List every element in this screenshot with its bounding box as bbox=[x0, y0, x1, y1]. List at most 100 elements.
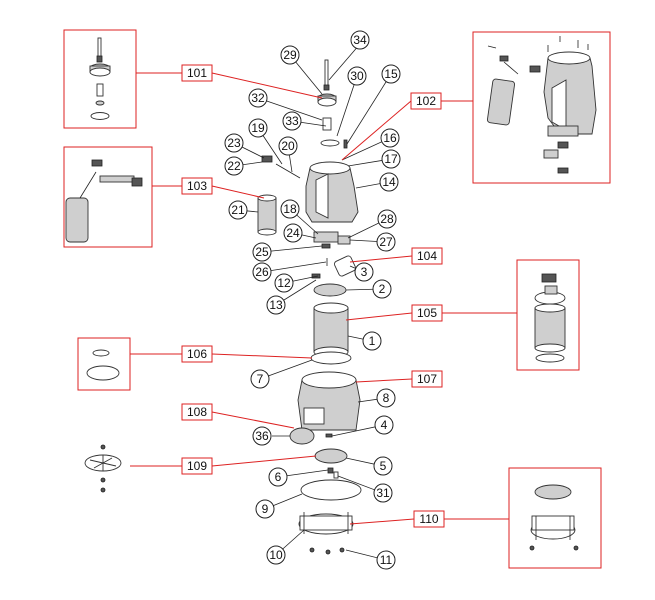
reference-105: 105 bbox=[411, 304, 443, 322]
callout-label: 21 bbox=[231, 203, 245, 217]
reference-box bbox=[413, 510, 445, 528]
callout-circle bbox=[280, 199, 300, 219]
callout-circle bbox=[248, 118, 268, 138]
callout-24: 24 bbox=[283, 223, 303, 243]
reference-101: 101 bbox=[181, 64, 213, 82]
callout-circle bbox=[374, 415, 394, 435]
inset-105-drawing bbox=[534, 273, 566, 363]
callout-4: 4 bbox=[374, 415, 394, 435]
callout-17: 17 bbox=[381, 149, 401, 169]
inset-frame-105 bbox=[516, 259, 580, 371]
reference-box bbox=[411, 247, 443, 265]
reference-box bbox=[410, 92, 442, 110]
callout-label: 8 bbox=[383, 391, 390, 405]
reference-label: 108 bbox=[187, 405, 207, 419]
callout-22: 22 bbox=[224, 156, 244, 176]
callout-circle bbox=[255, 499, 275, 519]
reference-label: 102 bbox=[416, 94, 436, 108]
callout-circle bbox=[347, 66, 367, 86]
callout-15: 15 bbox=[381, 64, 401, 84]
callout-21: 21 bbox=[228, 200, 248, 220]
callout-19: 19 bbox=[248, 118, 268, 138]
callout-circle bbox=[252, 426, 272, 446]
reference-label: 104 bbox=[417, 249, 437, 263]
callout-circle bbox=[380, 128, 400, 148]
callout-circle bbox=[376, 232, 396, 252]
callout-label: 33 bbox=[285, 114, 299, 128]
callout-1: 1 bbox=[362, 331, 382, 351]
reference-104: 104 bbox=[411, 247, 443, 265]
callout-label: 7 bbox=[257, 372, 264, 386]
reference-leaders bbox=[130, 72, 517, 525]
reference-label: 101 bbox=[187, 66, 207, 80]
reference-label: 110 bbox=[419, 512, 438, 526]
callout-12: 12 bbox=[274, 273, 294, 293]
callout-circle bbox=[381, 149, 401, 169]
callout-label: 13 bbox=[269, 298, 283, 312]
reference-group: 101 102 103 104 105 106 107 108 109 110 bbox=[181, 64, 445, 528]
callout-label: 36 bbox=[255, 429, 269, 443]
callout-label: 26 bbox=[255, 265, 269, 279]
callout-26: 26 bbox=[252, 262, 272, 282]
callout-label: 1 bbox=[369, 334, 376, 348]
reference-box bbox=[411, 304, 443, 322]
reference-box bbox=[181, 457, 213, 475]
reference-107: 107 bbox=[411, 370, 443, 388]
callout-circle bbox=[274, 273, 294, 293]
inset-frame-103 bbox=[63, 146, 153, 248]
reference-box bbox=[181, 345, 213, 363]
callout-circle bbox=[268, 467, 288, 487]
reference-103: 103 bbox=[181, 177, 213, 195]
reference-label: 106 bbox=[187, 347, 207, 361]
callout-circle bbox=[266, 295, 286, 315]
callout-36: 36 bbox=[252, 426, 272, 446]
reference-label: 107 bbox=[417, 372, 437, 386]
callout-8: 8 bbox=[376, 388, 396, 408]
callout-34: 34 bbox=[350, 30, 370, 50]
callout-10: 10 bbox=[266, 545, 286, 565]
callout-circle bbox=[280, 45, 300, 65]
callout-circle bbox=[373, 483, 393, 503]
callout-31: 31 bbox=[373, 483, 393, 503]
callout-circle bbox=[252, 262, 272, 282]
callout-circle bbox=[266, 545, 286, 565]
callout-circle bbox=[377, 209, 397, 229]
inset-frame-101 bbox=[63, 29, 137, 129]
callout-circle bbox=[224, 133, 244, 153]
callout-circle bbox=[381, 64, 401, 84]
callout-circle bbox=[224, 156, 244, 176]
callout-label: 2 bbox=[379, 282, 386, 296]
inset-109-drawing bbox=[84, 444, 122, 493]
reference-label: 109 bbox=[187, 459, 207, 473]
callout-circle bbox=[372, 279, 392, 299]
callout-label: 12 bbox=[277, 276, 291, 290]
reference-109: 109 bbox=[181, 457, 213, 475]
callout-label: 20 bbox=[281, 139, 295, 153]
callout-circle bbox=[376, 388, 396, 408]
callout-circle bbox=[228, 200, 248, 220]
callout-label: 25 bbox=[255, 245, 269, 259]
callout-circle bbox=[354, 262, 374, 282]
callout-label: 19 bbox=[251, 121, 265, 135]
callout-18: 18 bbox=[280, 199, 300, 219]
callout-circle bbox=[282, 111, 302, 131]
inset-frame-106 bbox=[77, 337, 131, 391]
reference-label: 103 bbox=[187, 179, 207, 193]
reference-box bbox=[411, 370, 443, 388]
callout-circle bbox=[250, 369, 270, 389]
callout-label: 23 bbox=[227, 136, 241, 150]
callout-label: 14 bbox=[382, 175, 396, 189]
reference-label: 105 bbox=[417, 306, 437, 320]
callout-11: 11 bbox=[376, 550, 396, 570]
callout-6: 6 bbox=[268, 467, 288, 487]
callout-circle bbox=[373, 456, 393, 476]
callout-23: 23 bbox=[224, 133, 244, 153]
callout-5: 5 bbox=[373, 456, 393, 476]
callout-circle bbox=[283, 223, 303, 243]
callout-label: 15 bbox=[384, 67, 398, 81]
callout-2: 2 bbox=[372, 279, 392, 299]
callout-label: 32 bbox=[251, 91, 265, 105]
callout-label: 30 bbox=[350, 69, 364, 83]
